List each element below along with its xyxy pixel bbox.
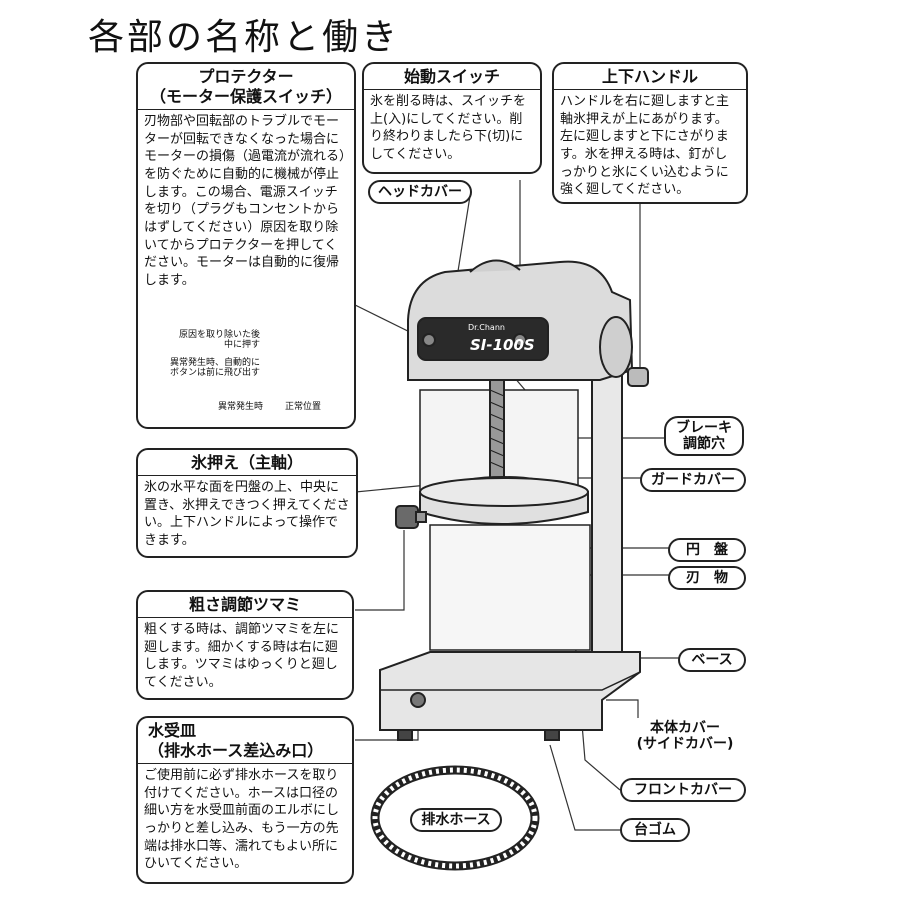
protector-label-on-fault: 異常発生時、自動的に ボタンは前に飛び出す <box>169 358 260 379</box>
tray-text: ご使用前に必ず排水ホースを取り付けてください。ホースは口径の細い方を水受皿前面の… <box>144 768 340 872</box>
machine-model: SI-100S <box>470 336 535 354</box>
tag-brake: ブレーキ 調節穴 <box>664 416 744 457</box>
tag-body-cover: 本体カバー (サイドカバー) <box>624 718 746 755</box>
ice-press-box: 氷押え（主軸） 氷の水平な面を円盤の上、中央に置き、氷押えできつく押えてください… <box>136 448 358 558</box>
start-switch-text: 氷を削る時は、スイッチを上(入)にしてください。削り終わりましたら下(切)にして… <box>370 94 527 163</box>
tray-heading: 水受皿 （排水ホース差込み口） <box>138 718 352 764</box>
protector-label-normal-pos: 正常位置 <box>285 402 322 412</box>
handle-text: ハンドルを右に廻しますと主軸氷押えが上にあがります。左に廻しますと下にさがります… <box>560 94 730 198</box>
tag-rubber: 台ゴム <box>620 818 690 843</box>
tray-box: 水受皿 （排水ホース差込み口） ご使用前に必ず排水ホースを取り付けてください。ホ… <box>136 716 354 884</box>
knob-heading: 粗さ調節ツマミ <box>138 592 352 618</box>
handle-box: 上下ハンドル ハンドルを右に廻しますと主軸氷押えが上にあがります。左に廻しますと… <box>552 62 748 204</box>
tag-head-cover: ヘッドカバー <box>368 180 472 205</box>
knob-box: 粗さ調節ツマミ 粗くする時は、調節ツマミを左に廻します。細かくする時は右に廻しま… <box>136 590 354 700</box>
ice-press-text: 氷の水平な面を円盤の上、中央に置き、氷押えできつく押えてください。上下ハンドルに… <box>144 480 350 549</box>
tag-guard: ガードカバー <box>640 468 746 493</box>
machine-logo: Dr.Chann <box>468 323 505 332</box>
handle-heading: 上下ハンドル <box>554 64 746 90</box>
tag-disc: 円 盤 <box>668 538 746 563</box>
tag-base: ベース <box>678 648 746 673</box>
start-switch-box: 始動スイッチ 氷を削る時は、スイッチを上(入)にしてください。削り終わりましたら… <box>362 62 542 174</box>
ice-press-heading: 氷押え（主軸） <box>138 450 356 476</box>
tag-front-cover: フロントカバー <box>620 778 746 803</box>
protector-label-fault-pos: 異常発生時 <box>218 402 264 412</box>
protector-text: 刃物部や回転部のトラブルでモーターが回転できなくなった場合にモーターの損傷（過電… <box>144 114 346 289</box>
protector-label-after-fix: 原因を取り除いた後 中に押す <box>178 330 260 351</box>
tag-blade: 刃 物 <box>668 566 746 591</box>
tag-hose: 排水ホース <box>410 808 502 833</box>
protector-box: プロテクター （モーター保護スイッチ） 刃物部や回転部のトラブルでモーターが回転… <box>136 62 356 429</box>
page-title: 各部の名称と働き <box>88 17 401 58</box>
protector-heading: プロテクター （モーター保護スイッチ） <box>138 64 354 110</box>
machine-body <box>379 259 649 741</box>
knob-text: 粗くする時は、調節ツマミを左に廻します。細かくする時は右に廻します。ツマミはゆっ… <box>144 622 340 691</box>
start-switch-heading: 始動スイッチ <box>364 64 540 90</box>
